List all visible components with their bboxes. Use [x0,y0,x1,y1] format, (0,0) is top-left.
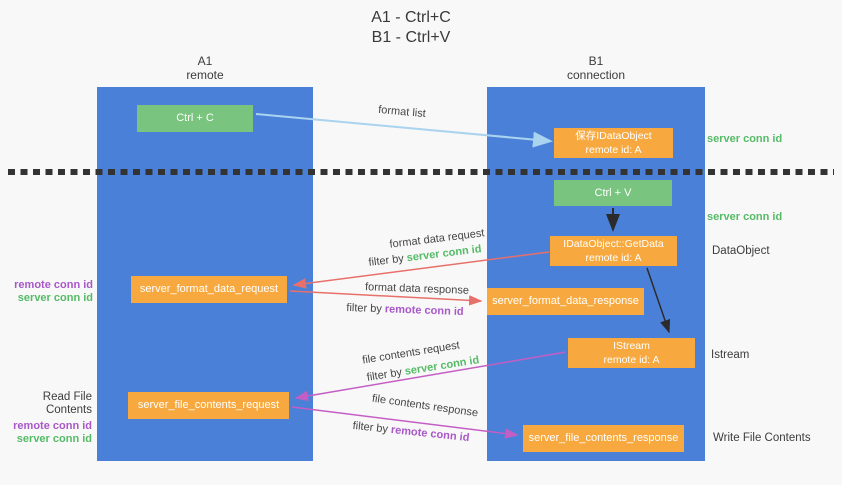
label-file-contents-response: file contents response [371,392,479,420]
column-b1-subtitle: connection [566,68,626,82]
node-save-idataobject: 保存IDataObject remote id: A [554,128,673,158]
annotation-server-conn-id-top: server conn id [707,133,783,145]
filter-by-text: filter by [346,301,383,316]
label-format-list: format list [377,103,427,121]
node-server-format-data-request: server_format_data_request [131,276,287,303]
annotation-format-remote-conn-id: remote conn id [14,279,93,291]
node-idataobject-getdata: IDataObject::GetData remote id: A [550,236,677,266]
node-save-idataobject-title: 保存IDataObject [575,130,652,142]
title-line-paste: B1 - Ctrl+V [371,29,451,46]
node-istream: IStream remote id: A [568,338,695,368]
filter-by-text: filter by [365,366,403,384]
node-ctrl-c: Ctrl + C [137,105,253,132]
annotation-dataobject: DataObject [712,245,770,257]
annotation-write-file-contents: Write File Contents [713,432,811,444]
column-a1-subtitle: remote [186,68,224,82]
annotation-server-conn-id-mid: server conn id [707,211,783,223]
diagram-title: A1 - Ctrl+C B1 - Ctrl+V [311,8,511,48]
title-line-copy: A1 - Ctrl+C [371,9,451,26]
node-istream-title: IStream [613,340,650,352]
annotation-istream: Istream [711,349,750,361]
node-server-file-contents-response: server_file_contents_response [523,425,684,452]
node-istream-remote-id: remote id: A [603,354,660,366]
filter-by-text: filter by [367,252,405,269]
column-b1-name: B1 [588,54,604,68]
annotation-format-server-conn-id: server conn id [17,292,93,304]
filter-remote-conn-id: remote conn id [384,303,464,319]
annotation-read-file-contents: Read File Contents [42,391,92,416]
node-getdata-remote-id: remote id: A [585,252,642,264]
filter-remote-conn-id: remote conn id [390,423,470,445]
node-server-format-data-response: server_format_data_response [487,288,644,315]
annotation-file-server-conn-id: server conn id [16,433,92,445]
node-ctrl-v: Ctrl + V [554,180,672,206]
node-save-idataobject-remote-id: remote id: A [585,144,642,156]
annotation-file-remote-conn-id: remote conn id [13,420,92,432]
label-format-data-response: format data response [364,281,470,297]
annotation-read-file-contents-block: Read File Contents remote conn id server… [0,391,92,446]
column-header-a1: A1 remote [97,54,313,82]
node-server-file-contents-request: server_file_contents_request [128,392,289,419]
node-getdata-title: IDataObject::GetData [563,238,664,250]
column-a1-name: A1 [197,54,213,68]
column-header-b1: B1 connection [487,54,705,82]
annotation-format-conn-ids: remote conn id server conn id [8,279,93,305]
machine-boundary-dotted-line [8,169,834,175]
filter-by-text: filter by [352,419,389,436]
